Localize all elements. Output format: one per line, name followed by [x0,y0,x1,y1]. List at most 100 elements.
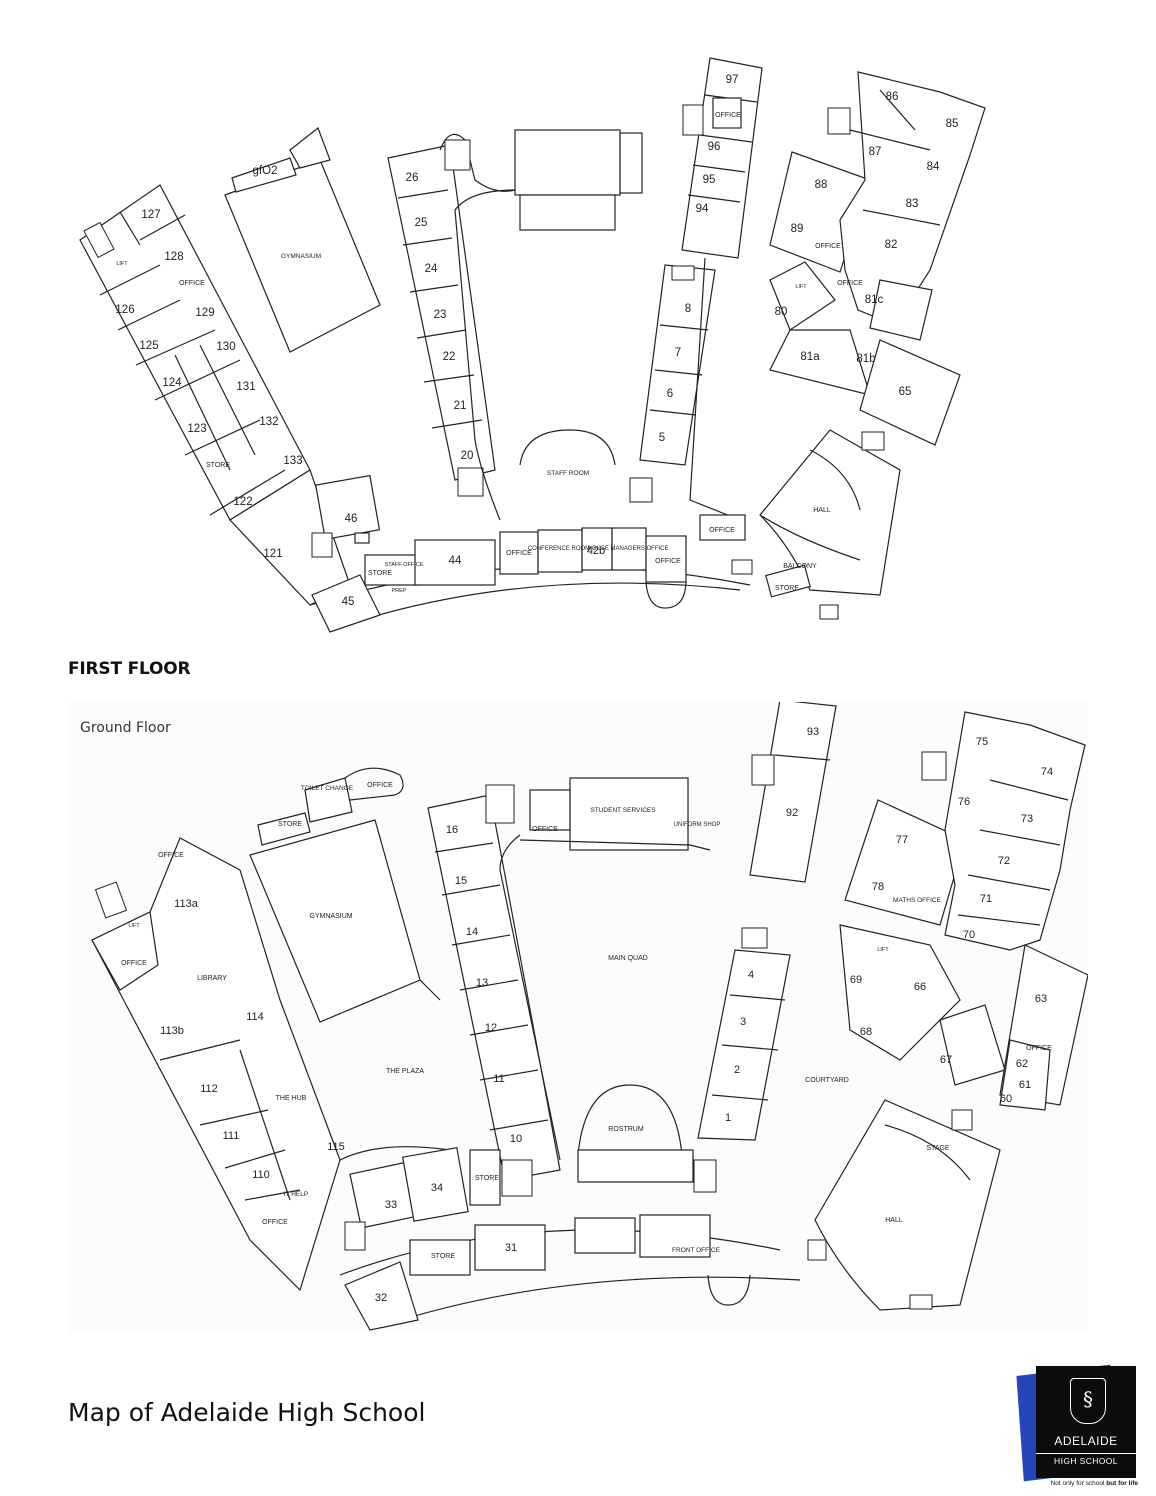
room-10: 10 [510,1133,522,1145]
label-office-82: OFFICE [837,280,863,287]
label-gf02: gfO2 [253,165,278,177]
room-82: 82 [885,239,898,251]
first-floor-west-wing [79,184,351,606]
room-95: 95 [703,174,716,186]
first-floor-label: FIRST FLOOR [68,659,191,679]
label-115: 115 [327,1141,345,1153]
room-15: 15 [455,875,467,887]
label-main-quad: MAIN QUAD [608,955,648,962]
label-maths-office: MATHS OFFICE [893,897,942,904]
room-2: 2 [734,1064,740,1076]
label-office-63: OFFICE [1026,1045,1052,1052]
label-staff-office: STAFF OFFICE [385,562,424,568]
room-125: 125 [139,340,158,352]
room-96: 96 [708,141,721,153]
room-122: 122 [233,496,252,508]
room-23: 23 [434,309,447,321]
label-store-west: STORE [206,462,230,469]
label-office-128: OFFICE [179,280,205,287]
room-113a: 113a [174,898,199,910]
label-house-managers-office: HOUSE MANAGERS OFFICE [587,546,668,552]
room-8: 8 [685,303,691,315]
room-111: 111 [223,1130,240,1142]
room-34: 34 [431,1182,443,1194]
room-4: 4 [748,969,754,981]
label-office-library: OFFICE [121,960,147,967]
room-124: 124 [162,377,182,389]
ground-floor-panel: Ground Floor [68,702,1088,1334]
room-33: 33 [385,1199,397,1211]
label-office-east: OFFICE [709,527,735,534]
label-the-plaza: THE PLAZA [386,1068,424,1075]
room-74: 74 [1041,766,1053,778]
room-62: 62 [1016,1058,1028,1070]
label-it-help: IT HELP [284,1191,308,1198]
room-81b: 81b [856,353,875,365]
room-127: 127 [141,209,160,221]
label-rostrum: ROSTRUM [608,1126,644,1133]
room-16: 16 [446,824,458,836]
room-123: 123 [187,423,206,435]
label-store-south: STORE [431,1253,455,1260]
label-front-office: FRONT OFFICE [672,1247,721,1254]
room-71: 71 [980,893,992,905]
label-store-gym: STORE [278,821,302,828]
label-stage: STAGE [926,1145,950,1152]
room-60: 60 [1000,1093,1012,1105]
label-student-services: STUDENT SERVICES [590,807,656,814]
tagline-plain: Not only for school [1050,1480,1107,1487]
room-44: 44 [449,555,462,567]
room-75: 75 [976,736,988,748]
room-66: 66 [914,981,926,993]
label-office-gym: OFFICE [367,782,393,789]
label-prep: PREP [392,588,407,594]
room-3: 3 [740,1016,746,1028]
room-1: 1 [725,1112,731,1124]
logo-black-panel: § ADELAIDE HIGH SCHOOL [1036,1366,1136,1478]
room-70: 70 [963,929,975,941]
label-balcony: BALCONY [783,563,817,570]
label-office-89: OFFICE [815,243,841,250]
ground-floor-labels: 113a 113b 114 112 111 110 16 15 14 13 12… [121,726,1053,1304]
crest-icon: § [1070,1378,1106,1424]
room-113b: 113b [160,1025,184,1037]
room-78: 78 [872,881,884,893]
room-72: 72 [998,855,1010,867]
label-office-it: OFFICE [262,1219,288,1226]
room-20: 20 [461,450,474,462]
room-87: 87 [869,146,882,158]
room-13: 13 [476,977,488,989]
tagline-bold: but for life [1106,1480,1138,1487]
room-131: 131 [236,381,255,393]
room-80: 80 [775,306,788,318]
page-title: Map of Adelaide High School [68,1398,426,1427]
room-67: 67 [940,1054,952,1066]
label-courtyard: COURTYARD [805,1077,849,1084]
room-73: 73 [1021,813,1033,825]
ground-floor-label: Ground Floor [80,720,171,736]
label-office-ss: OFFICE [532,826,558,833]
first-floor-plan: 127 128 126 129 125 130 124 131 123 132 … [79,57,986,633]
label-office-113a: OFFICE [158,852,184,859]
room-114: 114 [246,1011,264,1023]
room-83: 83 [906,198,919,210]
school-logo: § ADELAIDE HIGH SCHOOL Not only for scho… [1016,1360,1138,1492]
room-11: 11 [493,1073,504,1085]
label-store-10: STORE [475,1175,499,1182]
label-lift-east: LIFT [795,284,807,290]
room-25: 25 [415,217,428,229]
room-121: 121 [263,548,282,560]
room-129: 129 [195,307,214,319]
room-97: 97 [726,74,739,86]
first-floor-room-numbers: 127 128 126 129 125 130 124 131 123 132 … [115,74,958,608]
room-5: 5 [659,432,665,444]
label-uniform-shop: UNIFORM SHOP [674,822,721,828]
label-office-96: OFFICE [715,112,741,119]
logo-subtitle: HIGH SCHOOL [1036,1453,1136,1466]
room-26: 26 [406,172,419,184]
room-86: 86 [886,91,899,103]
room-132: 132 [259,416,278,428]
label-office-south: OFFICE [506,550,532,557]
room-46: 46 [345,513,358,525]
label-office-hm: OFFICE [655,558,681,565]
